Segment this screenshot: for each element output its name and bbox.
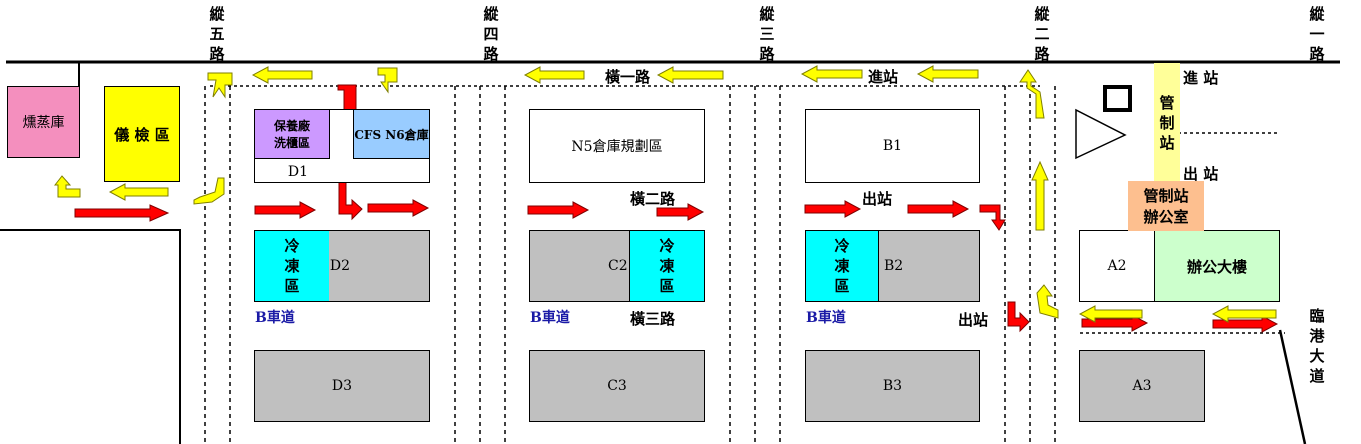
- yellow-arrow: [1211, 305, 1277, 323]
- red-arrow: [527, 201, 590, 219]
- control-station: 管制站: [1154, 63, 1180, 183]
- yellow-up-arrow: [1031, 160, 1049, 231]
- d1-label: D1: [287, 164, 309, 180]
- maintenance-label-1: 保養廠: [273, 119, 310, 133]
- exit-station-right-label: 出 站: [1183, 165, 1219, 183]
- c3-block: C3: [529, 350, 705, 422]
- yellow-arrow: [523, 66, 585, 84]
- red-bent-arrow: [1007, 301, 1030, 333]
- b-lane-label-1: B車道: [255, 310, 295, 326]
- inspection-label: 儀 檢 區: [114, 125, 170, 144]
- exit-station-label-2: 出站: [958, 311, 989, 329]
- red-arrow: [74, 204, 170, 222]
- booth-square: [1103, 85, 1132, 112]
- enter-station-label: 進站: [868, 68, 899, 86]
- road-label-z5: 縱五路: [209, 5, 225, 63]
- control-office-label-1: 管制站: [1143, 187, 1189, 205]
- fumigation-warehouse: 燻蒸庫: [7, 86, 80, 158]
- yellow-arrow: [800, 65, 863, 83]
- c3-label: C3: [607, 378, 627, 394]
- red-bent-arrow: [338, 178, 363, 221]
- yellow-arrow: [916, 65, 979, 83]
- cold-label-d2: 冷凍區: [284, 237, 300, 295]
- yellow-arrows: [53, 65, 1277, 323]
- office-label: 辦公大樓: [1186, 257, 1247, 276]
- red-arrow: [367, 199, 430, 217]
- yellow-bent-arrow: [193, 177, 225, 205]
- cfs-label: CFS N6倉庫: [354, 127, 429, 142]
- red-arrow: [254, 201, 317, 219]
- road-label-harbor: 臨港大道: [1309, 307, 1325, 385]
- booth-triangle: [1075, 108, 1127, 160]
- red-arrow: [1212, 315, 1279, 333]
- n5-label: N5倉庫規劃區: [571, 139, 663, 155]
- b3-label: B3: [882, 378, 903, 394]
- b2-label: B2: [884, 258, 904, 274]
- a2-block: A2: [1079, 230, 1155, 302]
- fumigation-label: 燻蒸庫: [22, 115, 65, 131]
- n5-block: N5倉庫規劃區: [529, 109, 705, 183]
- d3-label: D3: [331, 378, 353, 394]
- yellow-arrow: [1078, 305, 1143, 323]
- b-lane-label-2: B車道: [530, 310, 570, 326]
- c2-label: C2: [608, 258, 628, 274]
- road-label-z4: 縱四路: [483, 5, 499, 63]
- cold-area-c2: 冷凍區: [629, 230, 705, 302]
- red-arrows: [74, 84, 1279, 333]
- road-label-h3: 橫三路: [630, 310, 676, 328]
- a2-label: A2: [1107, 258, 1127, 274]
- yellow-bent-arrow: [1036, 284, 1059, 319]
- b3-block: B3: [805, 350, 980, 422]
- yellow-bent-arrow: [207, 72, 233, 99]
- d3-block: D3: [254, 350, 430, 422]
- cold-area-d2: 冷凍區: [254, 230, 329, 302]
- maintenance-yard: 保養廠 洗櫃區: [254, 109, 330, 159]
- yellow-arrow: [656, 66, 724, 84]
- vertical-lanes: [204, 86, 1056, 444]
- cold-area-b2: 冷凍區: [805, 230, 879, 302]
- red-bent-arrow: [979, 204, 1006, 231]
- maintenance-label-2: 洗櫃區: [273, 136, 310, 150]
- yellow-bent-arrow: [377, 67, 398, 94]
- bottom-left-boundary: [0, 229, 181, 444]
- office-building: 辦公大樓: [1154, 230, 1280, 302]
- a3-block: A3: [1079, 350, 1205, 422]
- road-label-z1: 縱一路: [1309, 5, 1325, 63]
- road-label-z3: 縱三路: [759, 5, 775, 63]
- yellow-bent-arrow: [53, 175, 81, 198]
- road-label-h2: 橫二路: [630, 190, 676, 208]
- red-arrow: [907, 200, 970, 218]
- cold-label-c2: 冷凍區: [659, 237, 675, 295]
- b1-label: B1: [882, 138, 903, 154]
- road-label-z2: 縱二路: [1034, 5, 1050, 63]
- red-arrow: [804, 200, 862, 218]
- cold-label-b2: 冷凍區: [834, 237, 850, 295]
- yellow-bent-arrow: [1019, 69, 1045, 119]
- control-office-label-2: 辦公室: [1143, 208, 1189, 226]
- control-office: 管制站 辦公室: [1128, 181, 1204, 231]
- yellow-arrow: [251, 66, 313, 84]
- inspection-area: 儀 檢 區: [104, 86, 180, 182]
- road-label-h1: 橫一路: [605, 68, 651, 86]
- d2-label: D2: [329, 258, 351, 274]
- b-lane-label-3: B車道: [806, 310, 846, 326]
- exit-station-label: 出站: [862, 190, 893, 208]
- a3-label: A3: [1132, 378, 1152, 394]
- enter-station-right-label: 進 站: [1183, 69, 1219, 87]
- cfs-warehouse: CFS N6倉庫: [353, 109, 430, 159]
- control-station-label: 管制站: [1159, 94, 1175, 152]
- harbor-avenue-line: [1278, 329, 1307, 444]
- red-arrow: [656, 203, 705, 221]
- yellow-arrow: [108, 183, 169, 201]
- b1-block: B1: [805, 109, 980, 183]
